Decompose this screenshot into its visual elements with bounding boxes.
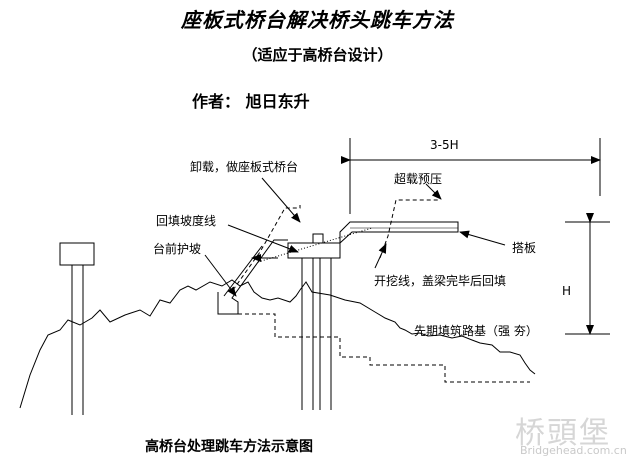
label-unload: 卸载，做座板式桥台 — [190, 160, 299, 174]
watermark-url: Bridgehead.com.cn — [520, 444, 627, 457]
label-approach-slab: 搭板 — [512, 241, 537, 255]
leader-backfill — [227, 224, 299, 253]
figure-caption: 高桥台处理跳车方法示意图 — [145, 439, 313, 455]
excavation-line — [238, 313, 530, 383]
page-title: 座板式桥台解决桥头跳车方法 — [181, 8, 454, 32]
ground-line — [19, 279, 536, 409]
author-line: 作者： 旭日东升 — [192, 92, 310, 111]
front-slope-protection — [217, 239, 288, 315]
leader-unload — [261, 177, 301, 223]
unload-line — [232, 205, 301, 291]
label-height-dimension: H — [562, 284, 572, 298]
leader-approach-slab — [459, 230, 506, 246]
leader-front-slope — [204, 254, 237, 297]
abutment-cap — [287, 221, 459, 259]
label-overload: 超载预压 — [394, 172, 443, 186]
label-excavation: 开挖线，盖梁完毕后回填 — [374, 274, 507, 288]
label-front-slope: 台前护坡 — [153, 242, 202, 256]
page-subtitle: （适应于高桥台设计） — [242, 46, 393, 64]
watermark-logo: 桥頭堡 — [515, 416, 611, 451]
label-subgrade: 先期填筑路基（强 夯） — [414, 324, 538, 338]
label-span-dimension: 3-5H — [430, 138, 459, 152]
left-pier-cap — [59, 242, 95, 266]
abutment-piles — [301, 258, 332, 410]
backfill-slope-line — [257, 227, 373, 263]
label-backfill-slope: 回填坡度线 — [156, 214, 217, 228]
leader-overload — [425, 183, 442, 200]
bearing-block — [312, 233, 324, 244]
leader-excavation — [374, 243, 387, 269]
